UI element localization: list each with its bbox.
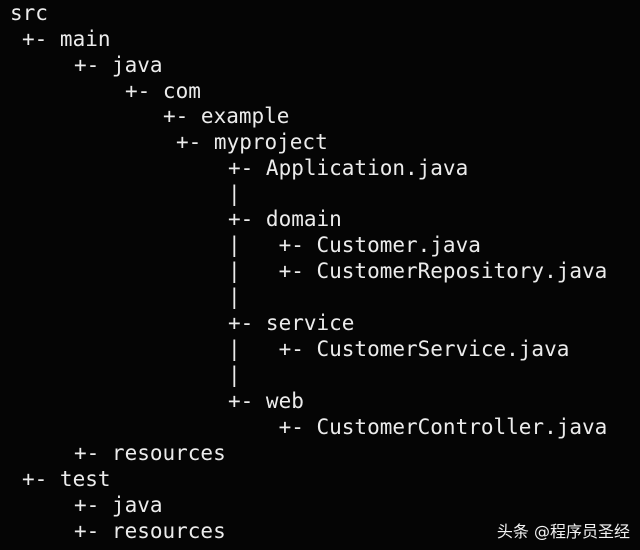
tree-line-service: +- service: [228, 311, 355, 335]
tree-line-test: +- test: [22, 467, 111, 491]
tree-connector: |: [228, 285, 241, 309]
tree-connector: |: [228, 363, 241, 387]
tree-line-java: +- java: [74, 53, 163, 77]
tree-connector: |: [228, 182, 241, 206]
tree-line-application-java: +- Application.java: [228, 156, 469, 180]
tree-line-customer-controller-java: +- CustomerController.java: [228, 415, 608, 439]
tree-line-main: +- main: [22, 27, 111, 51]
watermark: 头条 @程序员圣经: [496, 522, 630, 541]
tree-line-customer-java: | +- Customer.java: [228, 233, 481, 257]
tree-line-myproject: +- myproject: [176, 130, 328, 154]
tree-line-customer-repository-java: | +- CustomerRepository.java: [228, 259, 608, 283]
tree-line-web: +- web: [228, 389, 304, 413]
tree-line-test-resources: +- resources: [74, 519, 226, 543]
tree-line-src: src: [10, 1, 48, 25]
tree-line-com: +- com: [125, 79, 201, 103]
tree-line-customer-service-java: | +- CustomerService.java: [228, 337, 570, 361]
tree-line-resources: +- resources: [74, 441, 226, 465]
tree-line-example: +- example: [163, 104, 290, 128]
tree-line-domain: +- domain: [228, 207, 342, 231]
tree-line-test-java: +- java: [74, 493, 163, 517]
